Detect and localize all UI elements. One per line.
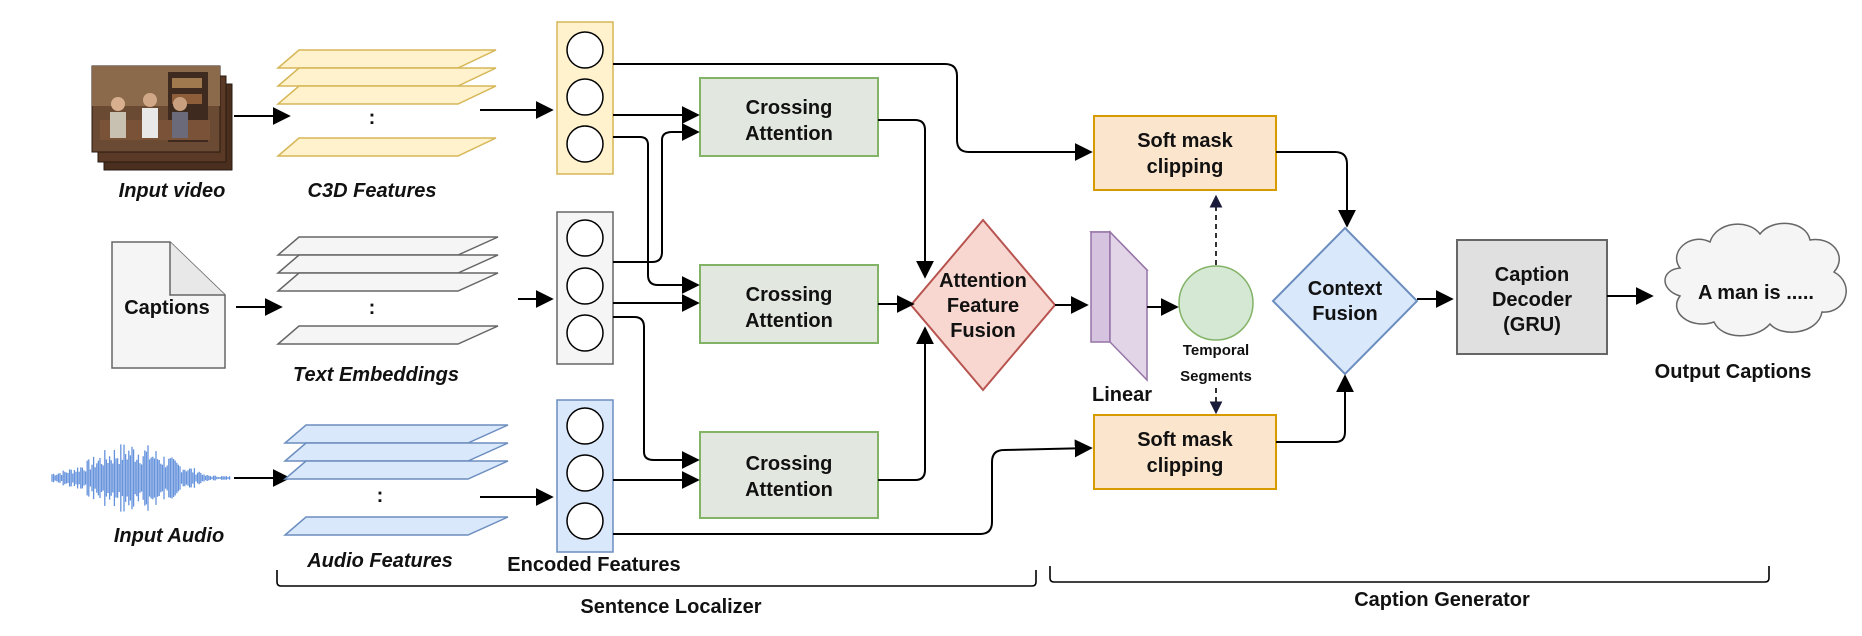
temporal-label-line1: Temporal xyxy=(1183,342,1249,359)
c3d-features-label: C3D Features xyxy=(308,180,437,202)
crossing-attention-3: Crossing Attention xyxy=(699,431,879,519)
arrow-text-to-ca1 xyxy=(613,123,700,263)
audio-waveform-icon xyxy=(51,444,231,512)
arrow-text-to-ca3 xyxy=(613,316,700,469)
arrow-video-to-ca2 xyxy=(613,136,700,294)
video-encoder xyxy=(556,21,614,175)
svg-text:Crossing: Crossing xyxy=(746,97,833,119)
svg-text:Soft mask: Soft mask xyxy=(1137,130,1233,152)
audio-feature-stack xyxy=(282,424,509,536)
arrow-softmask2-to-context xyxy=(1276,374,1354,443)
svg-text:Attention: Attention xyxy=(745,123,833,145)
arrow-video-to-softmask xyxy=(613,63,1093,161)
text-ellipsis: : xyxy=(369,297,376,319)
arrow-audio-to-softmask xyxy=(613,439,1093,535)
audio-encoder xyxy=(556,399,614,553)
input-video-thumbnail xyxy=(91,65,233,171)
svg-text:Attention: Attention xyxy=(939,270,1027,292)
arrow-softmask1-to-context xyxy=(1276,151,1356,228)
captions-label: Captions xyxy=(124,297,210,319)
sentence-localizer-bracket xyxy=(276,570,1037,587)
output-caption-cloud: A man is ..... xyxy=(1664,222,1847,337)
arrow-ca1-to-fusion xyxy=(878,119,934,279)
soft-mask-clipping-1: Soft mask clipping xyxy=(1093,115,1277,191)
svg-text:Feature: Feature xyxy=(947,295,1019,317)
text-encoder xyxy=(556,211,614,365)
svg-text:Soft mask: Soft mask xyxy=(1137,429,1233,451)
sentence-localizer-label: Sentence Localizer xyxy=(580,596,761,618)
linear-layer xyxy=(1089,230,1149,382)
arrow-ca3-to-fusion xyxy=(878,326,934,481)
input-video-label: Input video xyxy=(119,180,226,202)
c3d-feature-stack xyxy=(275,49,497,157)
output-captions-label: Output Captions xyxy=(1655,361,1812,383)
soft-mask-clipping-2: Soft mask clipping xyxy=(1093,414,1277,490)
caption-generator-label: Caption Generator xyxy=(1354,589,1530,611)
svg-text:Fusion: Fusion xyxy=(950,320,1016,342)
svg-text:clipping: clipping xyxy=(1147,156,1224,178)
caption-decoder-gru: Caption Decoder (GRU) xyxy=(1456,239,1608,355)
temporal-segments-node xyxy=(1178,265,1254,341)
encoded-features-label: Encoded Features xyxy=(507,554,680,576)
attention-feature-fusion: Attention Feature Fusion xyxy=(909,218,1057,392)
svg-text:Caption: Caption xyxy=(1495,264,1569,286)
temporal-label-line2: Segments xyxy=(1180,368,1252,385)
svg-text:Attention: Attention xyxy=(745,479,833,501)
svg-text:Crossing: Crossing xyxy=(746,284,833,306)
crossing-attention-1: Crossing Attention xyxy=(699,77,879,157)
svg-text:Fusion: Fusion xyxy=(1312,303,1378,325)
svg-text:(GRU): (GRU) xyxy=(1503,314,1561,336)
output-cloud-text: A man is ..... xyxy=(1698,282,1814,304)
context-fusion: Context Fusion xyxy=(1271,226,1419,376)
text-embeddings-label: Text Embeddings xyxy=(293,364,459,386)
svg-text:Attention: Attention xyxy=(745,310,833,332)
c3d-ellipsis: : xyxy=(369,107,376,129)
svg-text:clipping: clipping xyxy=(1147,455,1224,477)
crossing-attention-2: Crossing Attention xyxy=(699,264,879,344)
caption-generator-bracket xyxy=(1049,566,1770,583)
audio-features-label: Audio Features xyxy=(306,550,453,572)
svg-text:Decoder: Decoder xyxy=(1492,289,1572,311)
audio-ellipsis: : xyxy=(377,485,384,507)
input-audio-label: Input Audio xyxy=(114,525,224,547)
svg-text:Context: Context xyxy=(1308,278,1383,300)
text-embedding-stack xyxy=(275,236,499,345)
linear-label: Linear xyxy=(1092,384,1152,406)
captions-document-icon xyxy=(111,241,226,369)
svg-text:Crossing: Crossing xyxy=(746,453,833,475)
